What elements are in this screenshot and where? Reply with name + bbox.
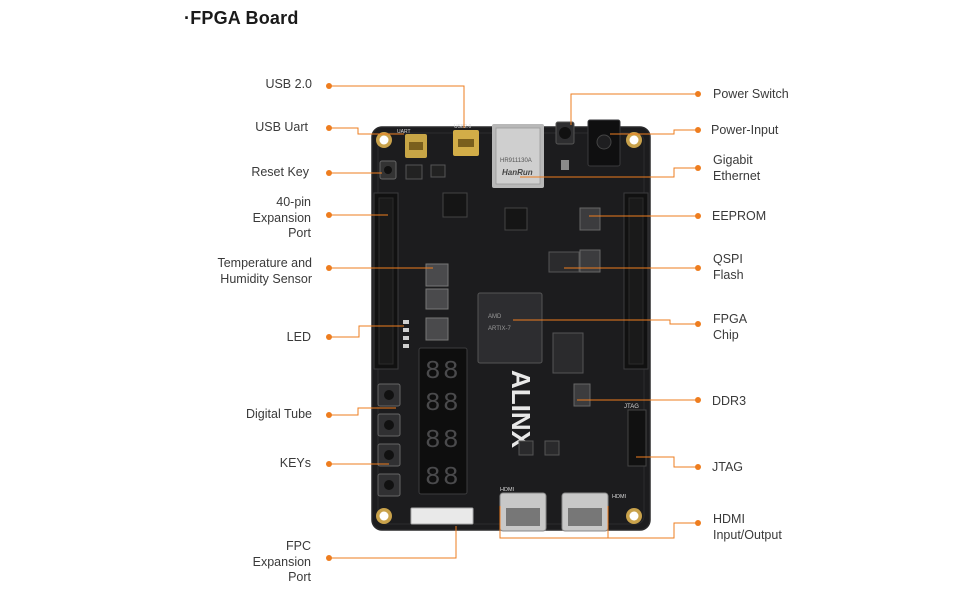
mounting-holes (376, 132, 642, 524)
temp-humidity-sensor-chip (425, 263, 449, 287)
usb2-connector: USB2.0 (453, 124, 479, 156)
label-fpc-port: FPC Expansion Port (252, 539, 311, 584)
label-eeprom: EEPROM (712, 209, 767, 223)
silk-hdmi-in: HDMI (500, 487, 515, 493)
qspi-flash-chip (548, 251, 580, 273)
power-input-jack (587, 119, 621, 167)
silk-hdmi-out: HDMI (612, 494, 627, 500)
label-qspi-flash: QSPI Flash (713, 252, 744, 282)
page-title: ·FPGA Board (184, 8, 299, 28)
label-ddr3: DDR3 (712, 394, 747, 408)
label-gigabit-ethernet: Gigabit Ethernet (713, 153, 761, 183)
callout-lines (329, 85, 698, 559)
label-power-input: Power-Input (711, 123, 779, 137)
svg-text:8: 8 (425, 356, 441, 386)
eeprom-chip (579, 207, 601, 231)
label-temp-humidity-sensor: Temperature and Humidity Sensor (217, 256, 312, 286)
digital-tube-display: 8 8 8 8 8 8 8 8 (418, 347, 468, 495)
led-array (403, 320, 409, 348)
brand-logo: ALINX (506, 370, 536, 449)
svg-text:8: 8 (443, 356, 459, 386)
callout-dots (326, 83, 701, 561)
label-digital-tube: Digital Tube (245, 407, 312, 421)
label-jtag: JTAG (712, 460, 744, 474)
label-keys: KEYs (279, 456, 311, 470)
chip-name: ARTIX-7 (488, 326, 512, 332)
label-40pin-port: 40-pin Expansion Port (252, 195, 311, 240)
rj45-brand: HanRun (502, 168, 533, 177)
hdmi-input-connector: HDMI (499, 487, 547, 532)
reset-key (379, 160, 397, 180)
right-40pin-header (623, 192, 649, 370)
label-usb-2: USB 2.0 (265, 77, 312, 91)
silk-jtag: JTAG (624, 404, 639, 410)
hdmi-output-connector: HDMI (561, 492, 627, 532)
ddr3-chip (552, 332, 584, 374)
jtag-header: JTAG (624, 404, 647, 467)
label-reset-key: Reset Key (251, 165, 309, 179)
chip-brand: AMD (488, 314, 502, 320)
rj45-part: HR911130A (500, 158, 532, 164)
fpga-chip: AMD ARTIX-7 (477, 292, 543, 364)
left-40pin-header (373, 192, 399, 370)
power-switch (555, 121, 575, 145)
label-hdmi-io: HDMI Input/Output (713, 512, 782, 542)
svg-text:8: 8 (425, 425, 441, 455)
svg-text:8: 8 (443, 388, 459, 418)
svg-text:8: 8 (443, 425, 459, 455)
usb-uart-connector: UART (397, 129, 427, 158)
label-led: LED (286, 330, 311, 344)
svg-text:8: 8 (425, 462, 441, 492)
svg-text:8: 8 (443, 462, 459, 492)
ethernet-connector: HR911130A HanRun (492, 124, 544, 188)
svg-text:8: 8 (425, 388, 441, 418)
fpc-connector (410, 507, 474, 525)
label-fpga-chip: FPGA Chip (713, 312, 748, 342)
label-usb-uart: USB Uart (255, 120, 308, 134)
silk-uart: UART (397, 129, 411, 135)
key-buttons (377, 383, 401, 497)
label-power-switch: Power Switch (713, 87, 789, 101)
silk-usb2: USB2.0 (454, 124, 471, 130)
